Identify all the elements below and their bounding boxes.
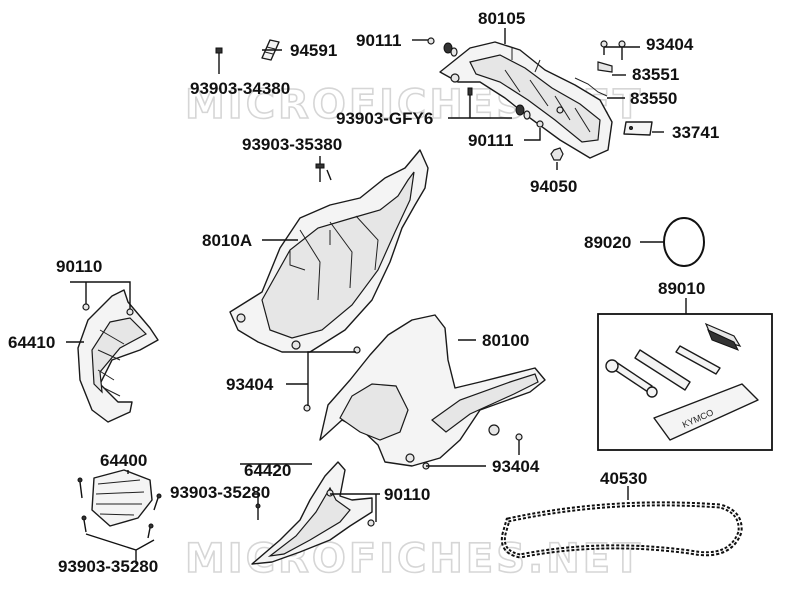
label-93903-gfy6: 93903-GFY6 bbox=[336, 109, 433, 128]
label-90110-left: 90110 bbox=[56, 257, 102, 276]
label-89010: 89010 bbox=[658, 279, 705, 298]
label-93903-35280-lower: 93903-35280 bbox=[58, 557, 158, 576]
part-8010a-inner-fender bbox=[229, 149, 429, 353]
part-94050-nut bbox=[550, 147, 564, 161]
label-90111-top: 90111 bbox=[356, 31, 401, 50]
part-93903-35280-screw-right bbox=[255, 503, 261, 520]
label-33741: 33741 bbox=[672, 123, 719, 142]
part-90111-bolt-top bbox=[427, 37, 458, 57]
part-90110-bolts-lower bbox=[326, 489, 375, 527]
label-83551: 83551 bbox=[632, 65, 679, 84]
label-89020: 89020 bbox=[584, 233, 631, 252]
label-93404-center: 93404 bbox=[226, 375, 274, 394]
part-40530-chain bbox=[500, 501, 743, 559]
part-93404-bolts-lower bbox=[422, 433, 523, 470]
label-64400: 64400 bbox=[100, 451, 147, 470]
label-64420: 64420 bbox=[244, 461, 291, 480]
part-93903-35380-screw bbox=[315, 163, 332, 182]
part-labels: 80105 90111 94591 93903-34380 93404 8355… bbox=[8, 9, 719, 576]
label-83550: 83550 bbox=[630, 89, 677, 108]
label-40530: 40530 bbox=[600, 469, 647, 488]
label-93404-topright: 93404 bbox=[646, 35, 694, 54]
label-93903-35280-upper: 93903-35280 bbox=[170, 483, 270, 502]
label-64410: 64410 bbox=[8, 333, 55, 352]
part-80100-rear-fender bbox=[319, 314, 546, 467]
part-93404-bolts-topright bbox=[600, 40, 626, 60]
part-89020-o-ring bbox=[663, 217, 705, 267]
part-93903-34380-screw bbox=[215, 47, 223, 70]
label-94050: 94050 bbox=[530, 177, 577, 196]
label-80100: 80100 bbox=[482, 331, 529, 350]
label-90111-lower: 90111 bbox=[468, 131, 513, 150]
part-89010-toolkit: KYMCO bbox=[597, 313, 773, 451]
part-64410-side-cover bbox=[77, 289, 159, 423]
part-80105-bracket bbox=[439, 41, 613, 159]
watermark-bottom: MICROFICHES.NET bbox=[185, 536, 643, 582]
label-90110-lower: 90110 bbox=[384, 485, 430, 504]
label-8010a: 8010A bbox=[202, 231, 252, 250]
label-93903-34380: 93903-34380 bbox=[190, 79, 290, 98]
part-83551-reflector-clip bbox=[597, 61, 613, 73]
label-94591: 94591 bbox=[290, 41, 337, 60]
part-90110-bolts-left bbox=[82, 292, 134, 316]
part-33741-plate bbox=[623, 121, 653, 136]
label-93404-lower: 93404 bbox=[492, 457, 540, 476]
part-64400-grille bbox=[91, 469, 153, 527]
part-83550-wire bbox=[574, 77, 608, 97]
label-80105: 80105 bbox=[478, 9, 525, 28]
label-93903-35380: 93903-35380 bbox=[242, 135, 342, 154]
part-93903-gfy6-bolt bbox=[467, 87, 473, 112]
part-90111-bolt-lower bbox=[515, 104, 544, 128]
part-93903-35280-screws-left bbox=[77, 477, 162, 539]
part-93404-bolts-center bbox=[303, 346, 361, 412]
part-64420-lower-cover bbox=[251, 461, 373, 565]
leader-lines bbox=[66, 28, 687, 564]
